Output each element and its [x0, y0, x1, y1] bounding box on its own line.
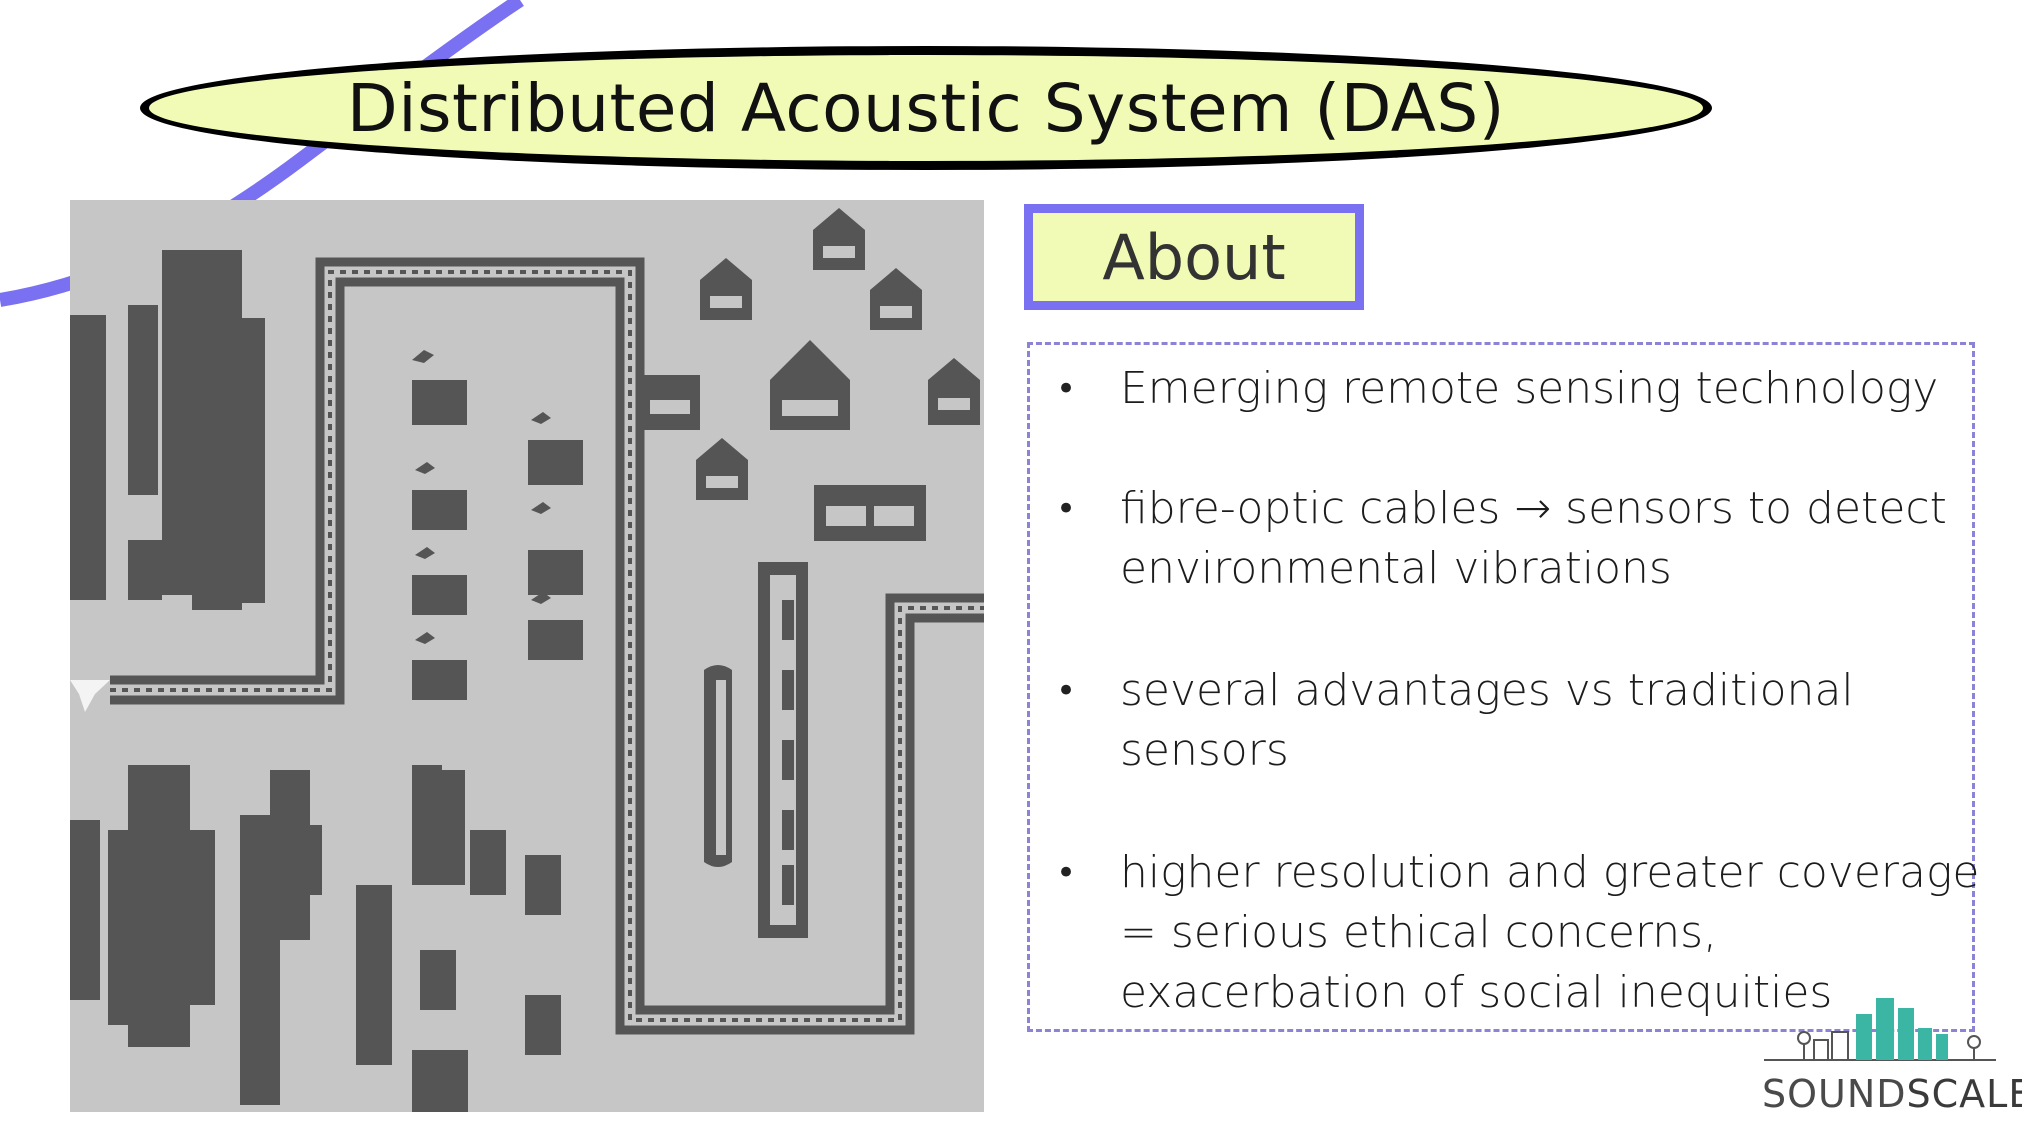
bullet-marker: •	[1056, 369, 1077, 409]
bullet-points-panel: • Emerging remote sensing technology • f…	[1027, 342, 1979, 1032]
bullet-text: Emerging remote sensing technology	[1120, 363, 1939, 414]
about-label: About	[1102, 220, 1286, 294]
bullet-text: higher resolution and greater coverage =…	[1120, 847, 1980, 1018]
title-banner: Distributed Acoustic System (DAS)	[140, 46, 1712, 170]
pixel-city-map-illustration	[70, 200, 984, 1112]
logo-text-sound: SOUND	[1762, 1072, 1907, 1116]
bullet-text: several advantages vs traditional sensor…	[1120, 665, 1854, 776]
about-label-box: About	[1024, 204, 1364, 310]
page-title: Distributed Acoustic System (DAS)	[346, 69, 1506, 147]
logo-text-scale: SCALE	[1906, 1072, 2022, 1116]
soundscale-logo-graphic	[1764, 998, 1996, 1061]
bullet-marker: •	[1056, 489, 1077, 529]
soundscale-logo-wordmark: SOUNDSCALE	[1762, 1072, 2022, 1116]
bullet-text: fibre-optic cables → sensors to detect e…	[1120, 483, 1947, 594]
bullet-marker: •	[1056, 671, 1077, 711]
bullet-marker: •	[1056, 853, 1077, 893]
